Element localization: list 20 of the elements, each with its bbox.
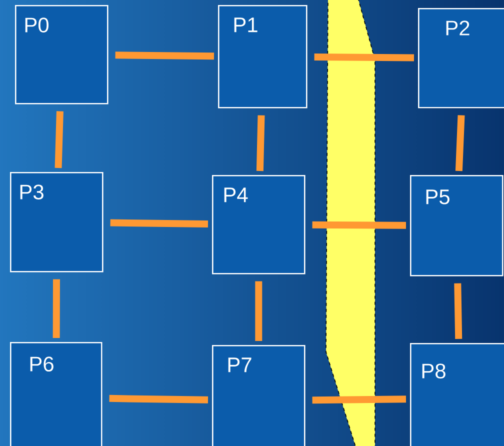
connector-line — [109, 394, 208, 404]
process-box: P6 — [10, 342, 102, 446]
connector-line — [312, 221, 406, 229]
connector-line — [54, 111, 64, 168]
connector-line — [255, 281, 262, 341]
process-box: P7 — [212, 345, 306, 446]
connector-line — [314, 54, 414, 62]
connector-line — [454, 283, 462, 340]
connector-line — [52, 279, 60, 338]
process-box: P0 — [15, 5, 108, 104]
connector-line — [256, 115, 265, 172]
connector-line — [115, 52, 214, 60]
connector-line — [110, 219, 208, 228]
process-box: P3 — [10, 172, 104, 272]
process-box: P4 — [212, 175, 306, 274]
process-box: P5 — [410, 175, 504, 276]
process-box: P1 — [218, 5, 308, 108]
process-box: P8 — [410, 343, 504, 446]
process-box: P2 — [418, 8, 504, 108]
connector-line — [455, 115, 465, 172]
